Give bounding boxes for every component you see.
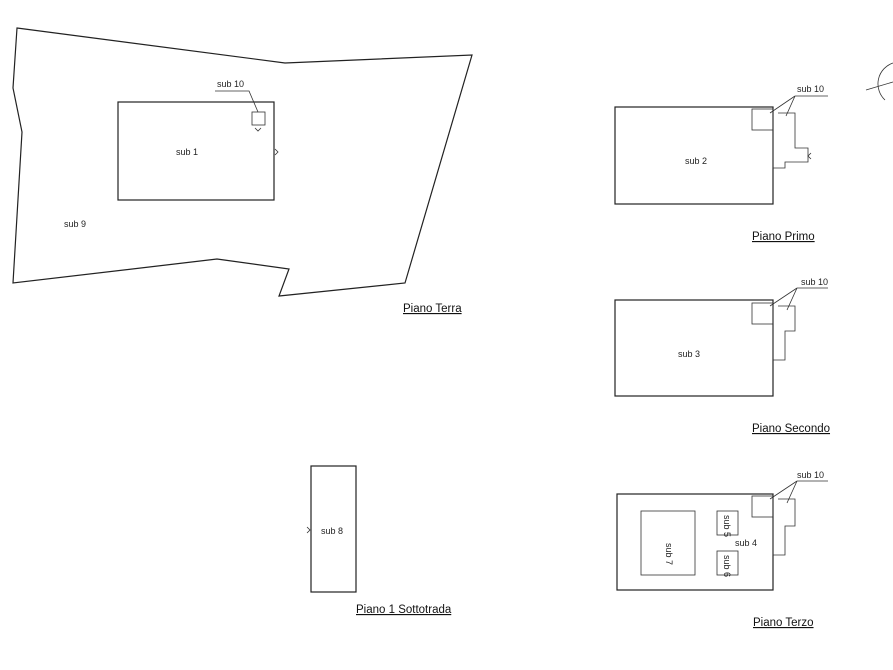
sub-4-label: sub 4 [735,538,757,548]
sub-10-stair-box [751,302,774,325]
sub-10-annex-outline [772,305,796,361]
sub-1-label: sub 1 [176,147,198,157]
sub-10-stair-box [251,111,266,126]
sub-9-lot-outline [12,27,473,297]
sub-8-building [310,465,357,593]
sub-10-label: sub 10 [217,79,244,89]
sub-10-leader-line [215,90,259,113]
piano-terzo-title: Piano Terzo [753,617,814,629]
sub-10-annex-outline [772,112,809,169]
sub-7-label: sub 7 [664,543,674,565]
piano-secondo-title: Piano Secondo [752,423,830,435]
sub-6-label: sub 6 [722,555,732,577]
sub-7-room [640,510,696,576]
entrance-arrow-icon [274,148,279,156]
sub-5-room [716,510,739,536]
sub-3-building [614,299,774,397]
piano-sottostrada-title: Piano 1 Sottotrada [356,604,452,616]
entrance-arrow-icon [306,526,311,534]
entrance-arrow-icon [807,152,812,160]
sub-10-leader-line [769,287,828,311]
sub-2-label: sub 2 [685,156,707,166]
sub-3-label: sub 3 [678,349,700,359]
piano-terra-title: Piano Terra [403,303,462,315]
sub-10-label: sub 10 [801,277,828,287]
sub-10-label: sub 10 [797,84,824,94]
piano-primo-group: sub 2 sub 10 Piano Primo [614,84,828,243]
sub-10-label: sub 10 [797,470,824,480]
sub-10-stair-box [751,495,774,518]
sub-5-label: sub 5 [722,515,732,537]
piano-sottostrada-group: sub 8 Piano 1 Sottotrada [306,465,452,616]
north-arrow-icon [865,62,893,101]
sub-1-building [117,101,275,201]
piano-secondo-group: sub 3 sub 10 Piano Secondo [614,277,830,435]
sub-9-label: sub 9 [64,219,86,229]
sub-10-leader-line [769,95,828,117]
piano-terra-group: sub 1 sub 9 sub 10 Piano Terra [12,27,473,315]
sub-10-stair-box [751,108,774,131]
sub-10-leader-line [769,480,828,504]
sub-6-room [716,550,739,576]
stair-arrow-icon [254,127,262,132]
piano-primo-title: Piano Primo [752,231,815,243]
piano-terzo-group: sub 4 sub 7 sub 5 sub 6 sub 10 Piano Ter… [616,470,828,629]
sub-8-label: sub 8 [321,526,343,536]
sub-10-annex-outline [772,498,796,556]
